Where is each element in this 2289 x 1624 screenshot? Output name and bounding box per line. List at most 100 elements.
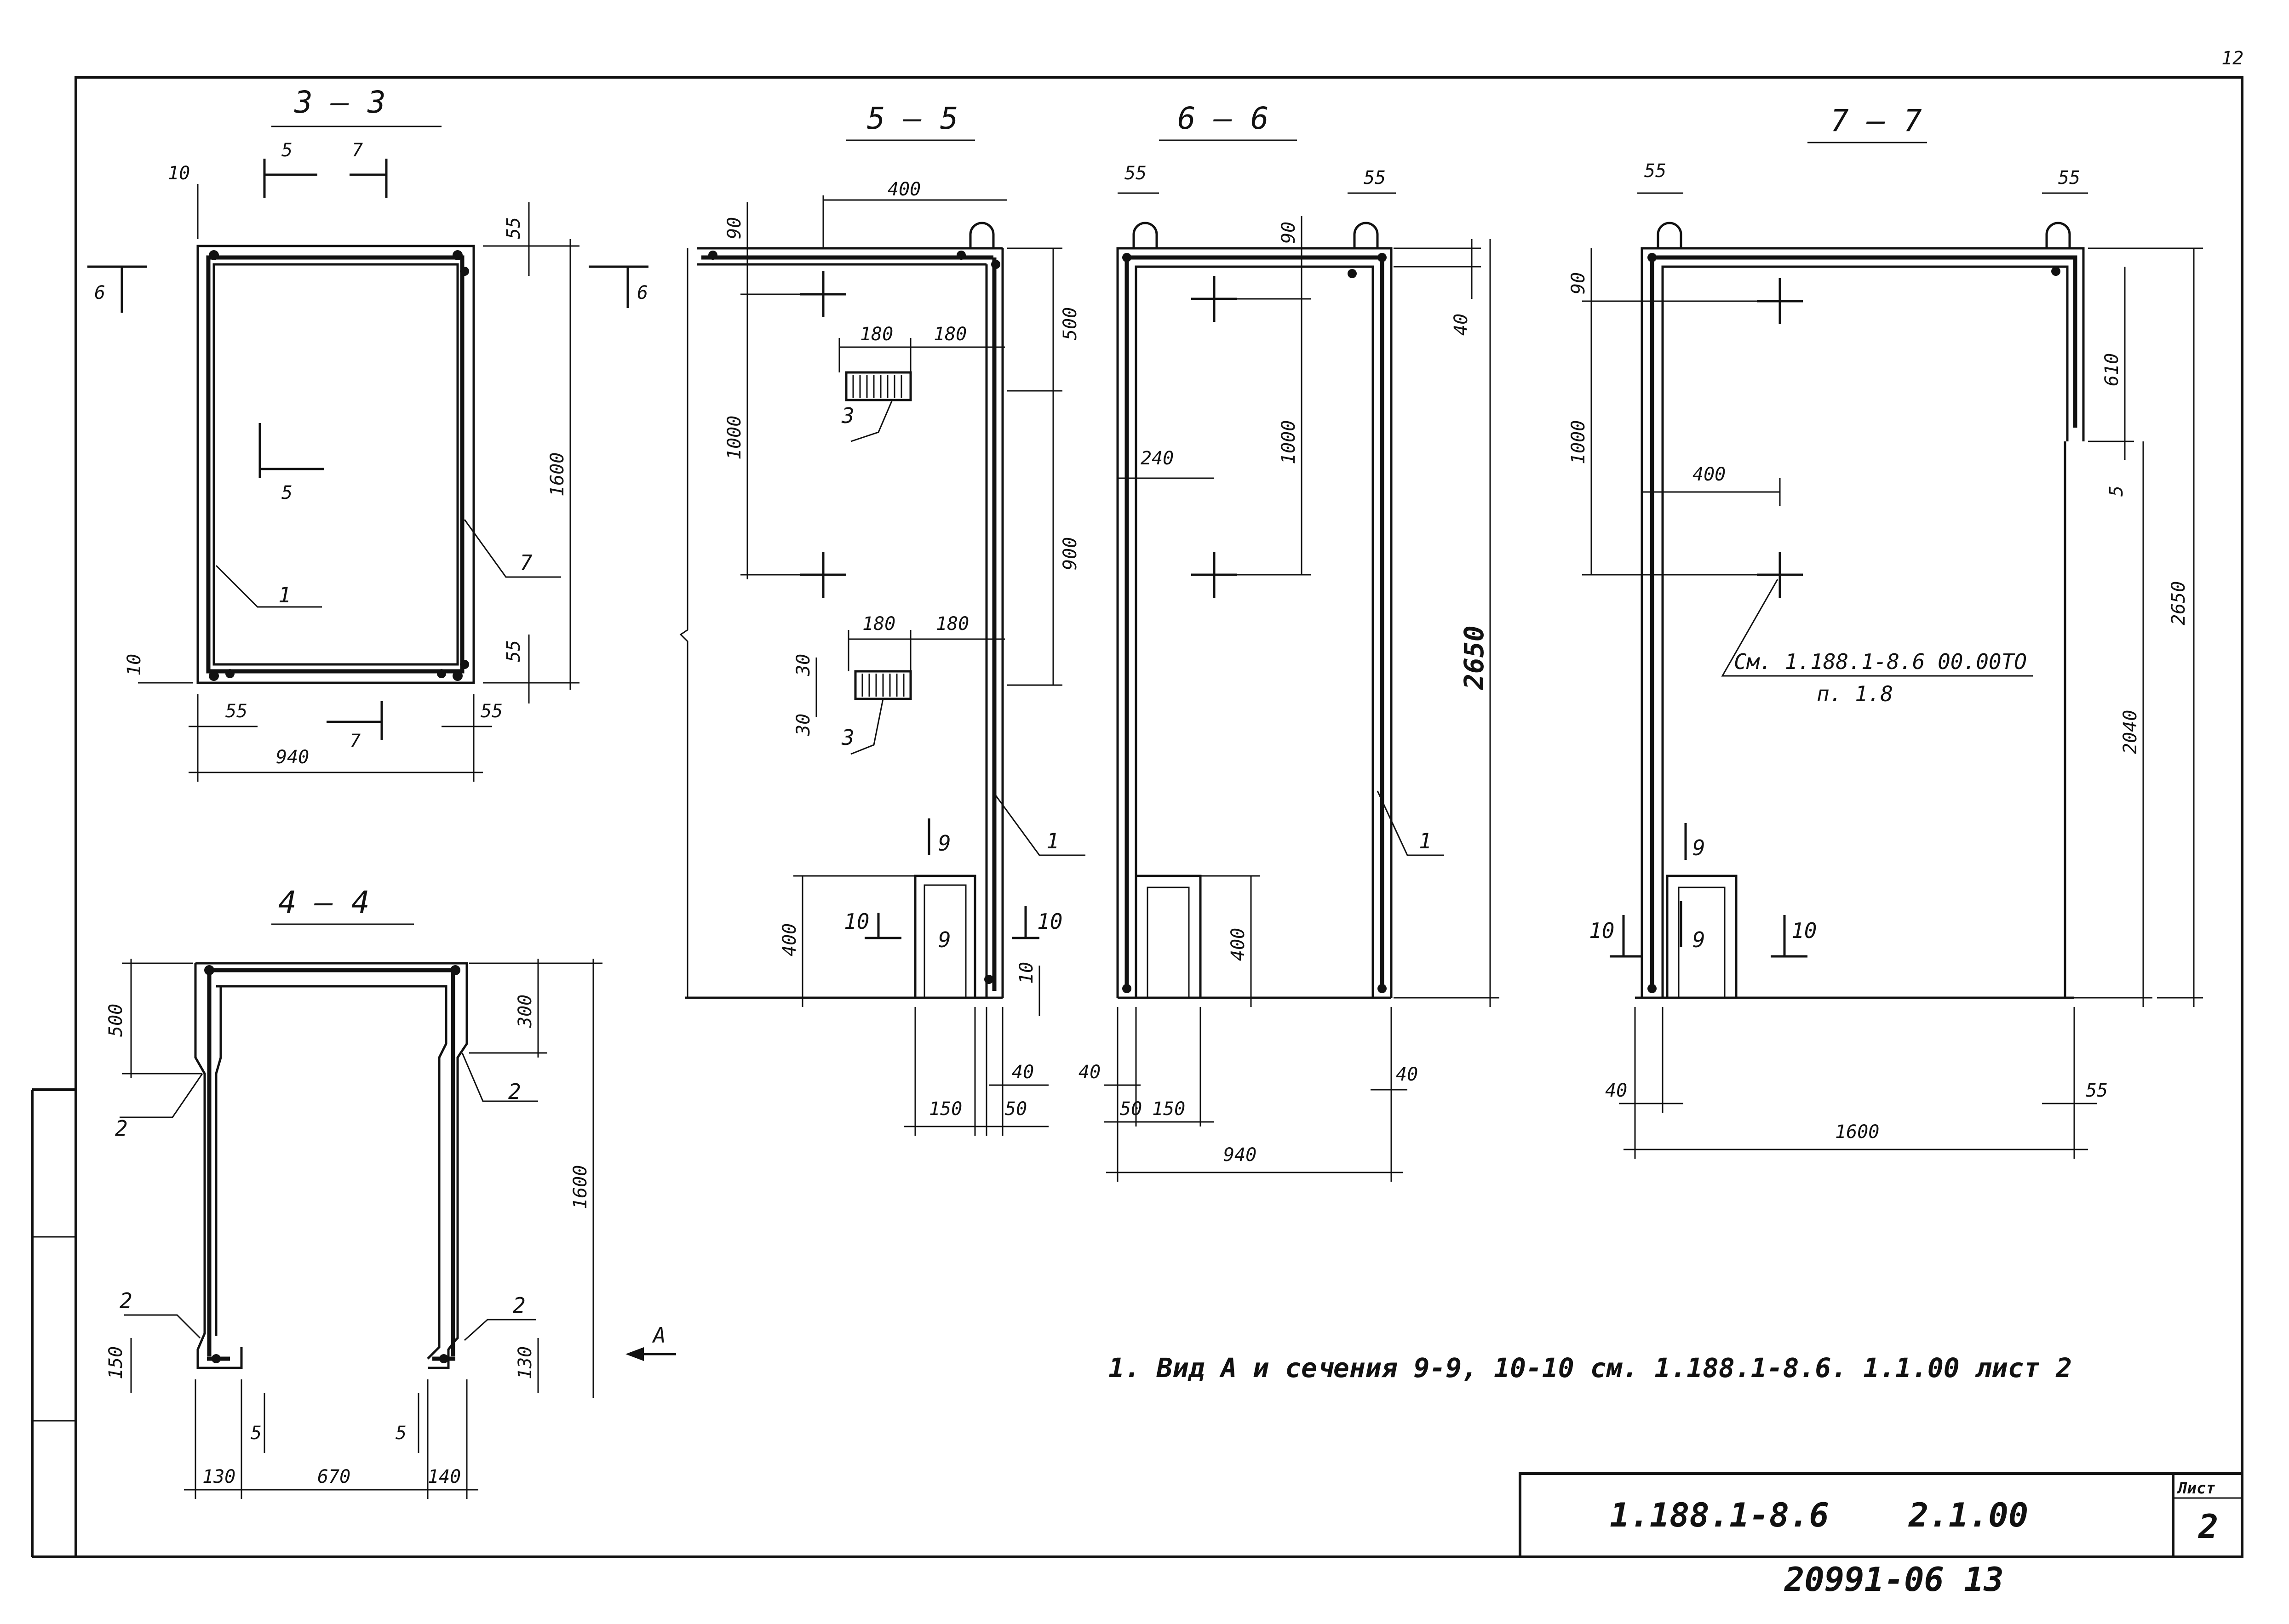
- plate-hatch: [852, 375, 902, 398]
- dimension-label: 1000: [1278, 420, 1299, 464]
- section-title: 5 — 5: [867, 101, 958, 136]
- cut-mark-label: 10: [1589, 918, 1614, 943]
- dimension-label: 150: [1152, 1098, 1185, 1120]
- dimension-label: 610: [2101, 353, 2123, 386]
- dimension-label: 1000: [1568, 420, 1589, 464]
- cut-mark-label: 10: [844, 909, 869, 934]
- document-code: 1.188.1-8.6: [1610, 1496, 1829, 1534]
- item-callout: 2: [120, 1288, 132, 1313]
- dimension-label: 55: [1644, 160, 1666, 182]
- title-block: 1.188.1-8.6 2.1.00 Лист 2: [1519, 1472, 2243, 1558]
- section-title: 4 — 4: [278, 885, 370, 920]
- reference-callout: См. 1.188.1-8.6 00.00ТО: [1734, 649, 2027, 674]
- dimension-label: 2650: [1458, 625, 1490, 690]
- item-callout: 7: [520, 550, 533, 575]
- dimension-label: 300: [515, 995, 536, 1028]
- archive-number: 20991-06 13: [1784, 1560, 2004, 1599]
- dimension-label: 2650: [2168, 581, 2189, 625]
- reference-callout: п. 1.8: [1817, 681, 1893, 706]
- item-callout: 1: [1419, 829, 1432, 853]
- cut-mark-label: 9: [938, 831, 951, 856]
- item-callout: 3: [841, 725, 855, 750]
- cut-mark-label: 7: [350, 731, 361, 752]
- view-mark-label: A: [652, 1323, 666, 1348]
- cut-mark-label: 9: [1692, 835, 1705, 860]
- dimension-label: 50: [1005, 1098, 1027, 1120]
- dimension-label: 40: [1605, 1080, 1627, 1101]
- cut-mark-label: 10: [1791, 918, 1817, 943]
- section-title: 6 — 6: [1177, 101, 1269, 136]
- dimension-label: 1600: [1835, 1121, 1879, 1143]
- dimension-label: 400: [1228, 928, 1249, 961]
- dimension-label: 180: [936, 613, 969, 635]
- dimension-label: 500: [1060, 307, 1081, 340]
- page-number: 12: [2221, 48, 2243, 69]
- item-callout: 2: [508, 1079, 521, 1104]
- dimension-label: 55: [2086, 1080, 2108, 1101]
- dimension-label: 130: [515, 1346, 536, 1379]
- section-5-5: 5 — 5 3 3: [679, 101, 1085, 1136]
- dimension-label: 90: [1278, 222, 1299, 244]
- item-callout: 1: [1046, 829, 1059, 853]
- dimension-label: 400: [888, 179, 921, 200]
- dimension-label: 55: [503, 640, 524, 662]
- dimension-label: 55: [1124, 163, 1147, 184]
- dimension-label: 5: [396, 1423, 407, 1444]
- plate-hatch: [861, 674, 905, 697]
- dimension-label: 400: [779, 923, 800, 956]
- item-callout: 2: [513, 1293, 526, 1318]
- dimension-label: 40: [1012, 1062, 1034, 1083]
- dimension-label: 1600: [570, 1165, 591, 1209]
- dimension-label: 180: [934, 324, 967, 345]
- dimension-label: 900: [1060, 537, 1081, 570]
- item-callout: 3: [841, 403, 855, 428]
- dimension-label: 90: [1568, 272, 1589, 294]
- dimension-label: 90: [724, 217, 745, 239]
- item-callout: 1: [278, 583, 291, 607]
- dimension-label: 1000: [724, 416, 745, 460]
- dimension-label: 40: [1396, 1064, 1418, 1085]
- cut-mark-label: 6: [637, 282, 648, 303]
- dimension-label: 5: [2106, 486, 2127, 497]
- general-note: 1. Вид А и сечения 9-9, 10-10 см. 1.188.…: [1108, 1352, 2072, 1384]
- dimension-label: 55: [503, 217, 524, 239]
- cut-mark-label: 9: [938, 927, 951, 952]
- sheet-frame: [75, 76, 2243, 1558]
- dimension-label: 400: [1692, 464, 1726, 485]
- sheet-label: Лист: [2176, 1479, 2215, 1498]
- dimension-label: 10: [124, 654, 145, 676]
- dimension-label: 55: [225, 701, 247, 722]
- dimension-label: 240: [1141, 448, 1174, 469]
- dimension-label: 150: [929, 1098, 962, 1120]
- section-title: 7 — 7: [1830, 103, 1922, 138]
- dimension-label: 180: [860, 324, 893, 345]
- sheet-number: 2: [2197, 1507, 2218, 1546]
- dimension-label: 55: [1364, 167, 1386, 189]
- dimension-label: 40: [1451, 314, 1472, 336]
- cut-mark-label: 9: [1692, 927, 1705, 952]
- dimension-label: 140: [428, 1466, 461, 1487]
- cut-mark-label: 5: [281, 140, 293, 161]
- dimension-label: 30: [793, 654, 814, 676]
- dimension-label: 2040: [2120, 710, 2141, 754]
- section-7-7: 7 — 7 9 9 10 10 См. 1.188.1-8.6 00.00ТО …: [1568, 103, 2203, 1159]
- cut-mark-label: 10: [1037, 909, 1062, 934]
- item-code: 2.1.00: [1908, 1496, 2028, 1534]
- dimension-label: 940: [276, 747, 309, 768]
- dimension-label: 180: [862, 613, 895, 635]
- dimension-label: 670: [317, 1466, 350, 1487]
- dimension-label: 10: [168, 163, 190, 184]
- dimension-label: 150: [105, 1346, 126, 1379]
- dimension-label: 50: [1120, 1098, 1142, 1120]
- item-callout: 2: [115, 1116, 128, 1141]
- dimension-label: 40: [1079, 1062, 1101, 1083]
- dimension-label: 55: [2058, 167, 2080, 189]
- section-3-3: 3 — 3 5 7 6 6 5 7 1 7 94: [87, 85, 648, 782]
- section-6-6: 6 — 6 1 55 55 90 1000 240 40: [1079, 101, 1499, 1182]
- cut-mark-label: 6: [94, 282, 105, 303]
- section-4-4: 4 — 4 2 2 2 2 A 500 300: [105, 885, 676, 1499]
- dimension-label: 55: [481, 701, 503, 722]
- section-title: 3 — 3: [294, 85, 386, 120]
